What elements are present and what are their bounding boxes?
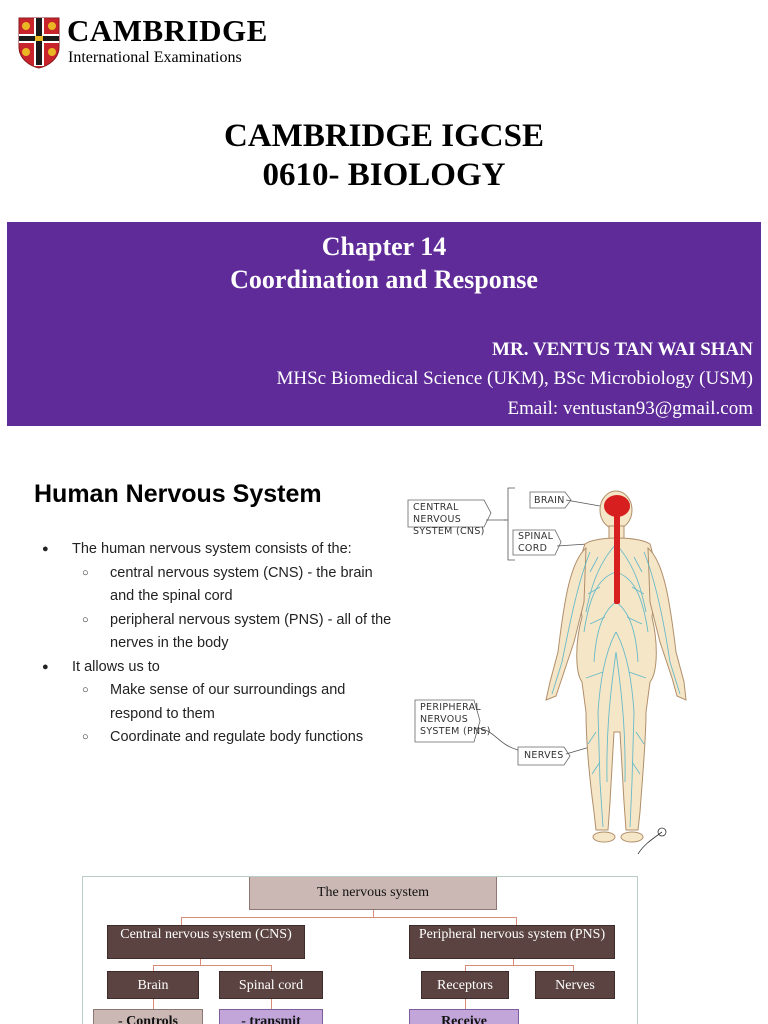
connector [465, 965, 466, 971]
bullet-icon: ● [42, 660, 49, 673]
list-item: ●It allows us to [40, 656, 400, 680]
connector [573, 965, 574, 971]
sub-bullet-icon: ○ [82, 613, 89, 626]
flowchart-root-node: The nervous system [249, 877, 497, 910]
connector [271, 965, 272, 971]
nervous-system-figure: CENTRAL NERVOUS SYSTEM (CNS) BRAIN SPINA… [400, 482, 700, 856]
pns-label: PERIPHERAL NERVOUS SYSTEM (PNS) [420, 702, 491, 737]
cambridge-crest-icon [18, 17, 60, 69]
list-item: ○Coordinate and regulate body functions [40, 726, 400, 750]
connector [153, 965, 271, 966]
cns-label: CENTRAL NERVOUS SYSTEM (CNS) [413, 502, 485, 537]
flowchart-spinal-cord-node: Spinal cord [219, 971, 323, 999]
connector [153, 999, 154, 1009]
section-heading: Human Nervous System [34, 480, 322, 508]
flowchart-nerves-node: Nerves [535, 971, 615, 999]
connector [513, 959, 514, 965]
course-code: 0610- BIOLOGY [262, 157, 506, 193]
connector [373, 910, 374, 917]
chapter-title: Coordination and Response [230, 265, 538, 294]
list-item: ○peripheral nervous system (PNS) - all o… [40, 609, 400, 656]
course-title: CAMBRIDGE IGCSE [224, 118, 544, 154]
connector [200, 959, 201, 965]
chapter-banner: Chapter 14 Coordination and Response MR.… [7, 222, 761, 426]
human-body-illustration [407, 487, 687, 855]
author-name: MR. VENTUS TAN WAI SHAN [492, 339, 753, 360]
connector [181, 917, 516, 918]
connector [181, 917, 182, 925]
connector [516, 917, 517, 925]
flowchart-pns-node: Peripheral nervous system (PNS) [409, 925, 615, 959]
bullet-list: ●The human nervous system consists of th… [40, 538, 400, 750]
spinal-cord-label: SPINAL CORD [518, 531, 554, 554]
nervous-system-flowchart: The nervous system Central nervous syste… [82, 876, 638, 1024]
chapter-number: Chapter 14 [321, 232, 447, 261]
logo-subtitle: International Examinations [68, 49, 242, 66]
flowchart-brain-node: Brain [107, 971, 199, 999]
flowchart-cns-node: Central nervous system (CNS) [107, 925, 305, 959]
nerves-label: NERVES [524, 750, 564, 761]
bullet-icon: ● [42, 543, 49, 555]
flowchart-receptors-node: Receptors [421, 971, 509, 999]
brain-label: BRAIN [534, 495, 565, 506]
list-item: ○Make sense of our surroundings and resp… [40, 679, 400, 726]
logo-title: CAMBRIDGE [67, 13, 268, 48]
connector [153, 965, 154, 971]
sub-bullet-icon: ○ [82, 566, 89, 579]
connector [465, 965, 573, 966]
flowchart-controls-node: - Controls [93, 1009, 203, 1024]
author-email: Email: ventustan93@gmail.com [507, 398, 753, 419]
flowchart-transmit-node: - transmit [219, 1009, 323, 1024]
list-item: ●The human nervous system consists of th… [40, 538, 400, 562]
connector [465, 999, 466, 1009]
list-item: ○central nervous system (CNS) - the brai… [40, 562, 400, 609]
author-degrees: MHSc Biomedical Science (UKM), BSc Micro… [276, 368, 753, 389]
sub-bullet-icon: ○ [82, 684, 89, 696]
connector [271, 999, 272, 1009]
sub-bullet-icon: ○ [82, 731, 89, 743]
flowchart-receive-node: Receive [409, 1009, 519, 1024]
